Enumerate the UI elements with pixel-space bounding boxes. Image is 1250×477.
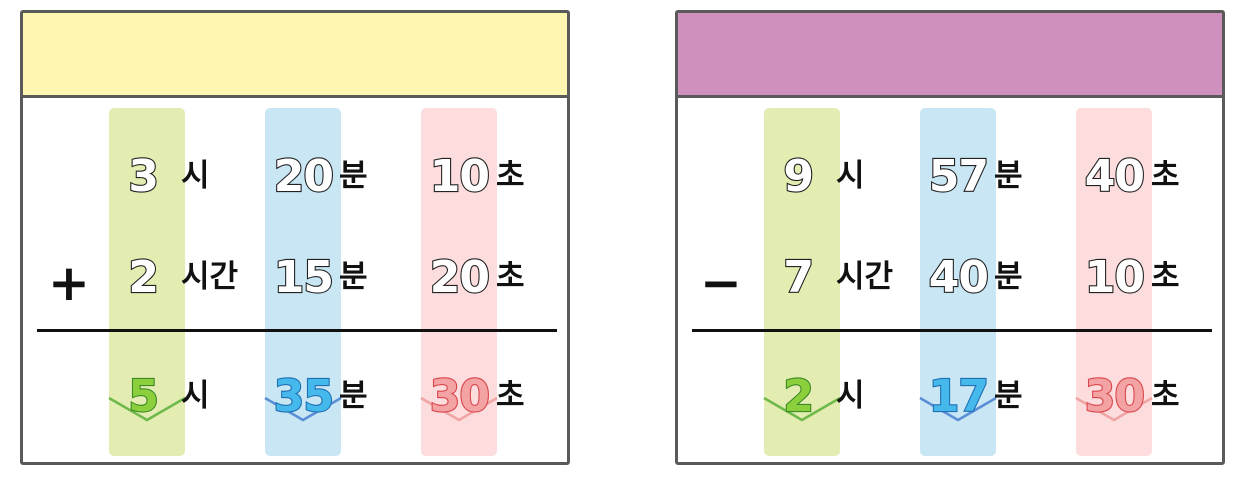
- subtrahend-second: 10: [1084, 252, 1146, 303]
- hours-unit: 시간: [181, 259, 239, 295]
- addition-card: 3 시 20 분 10 초 + 2 시간 15 분 20 초 5 시 35 분 …: [20, 10, 570, 465]
- subtraction-header: [678, 13, 1222, 98]
- addend2-hour: 2: [127, 252, 160, 303]
- addition-header: [23, 13, 567, 98]
- hour-unit: 시: [181, 158, 210, 194]
- hour-unit: 시: [181, 378, 210, 414]
- second-column: [420, 108, 498, 456]
- sum-minute: 35: [273, 371, 335, 422]
- minute-unit: 분: [994, 378, 1023, 414]
- chevron-down-icon: [420, 396, 498, 422]
- minuend-hour: 9: [782, 151, 815, 202]
- chevron-down-icon: [763, 396, 841, 422]
- second-unit: 초: [496, 378, 525, 414]
- minute-unit: 분: [339, 378, 368, 414]
- minus-operator: −: [700, 254, 742, 312]
- hours-unit: 시간: [836, 259, 894, 295]
- second-unit: 초: [1151, 259, 1180, 295]
- hour-column: [763, 108, 841, 456]
- hour-unit: 시: [836, 378, 865, 414]
- minute-column: [264, 108, 342, 456]
- subtraction-card: 9 시 57 분 40 초 − 7 시간 40 분 10 초 2 시 17 분 …: [675, 10, 1225, 465]
- minute-column: [919, 108, 997, 456]
- addend1-hour: 3: [127, 151, 160, 202]
- difference-minute: 17: [928, 371, 990, 422]
- difference-hour: 2: [782, 371, 815, 422]
- chevron-down-icon: [1075, 396, 1153, 422]
- minuend-second: 40: [1084, 151, 1146, 202]
- addend1-second: 10: [429, 151, 491, 202]
- subtrahend-minute: 40: [928, 252, 990, 303]
- sum-rule: [37, 329, 557, 332]
- second-unit: 초: [496, 158, 525, 194]
- addend1-minute: 20: [273, 151, 335, 202]
- minute-unit: 분: [994, 158, 1023, 194]
- subtrahend-hour: 7: [782, 252, 815, 303]
- second-unit: 초: [1151, 378, 1180, 414]
- minute-unit: 분: [339, 259, 368, 295]
- chevron-down-icon: [919, 396, 997, 422]
- minute-unit: 분: [994, 259, 1023, 295]
- chevron-down-icon: [108, 396, 186, 422]
- hour-column: [108, 108, 186, 456]
- plus-operator: +: [48, 254, 90, 312]
- minute-unit: 분: [339, 158, 368, 194]
- sum-second: 30: [429, 371, 491, 422]
- addend2-minute: 15: [273, 252, 335, 303]
- hour-unit: 시: [836, 158, 865, 194]
- second-column: [1075, 108, 1153, 456]
- sum-hour: 5: [127, 371, 160, 422]
- second-unit: 초: [496, 259, 525, 295]
- difference-second: 30: [1084, 371, 1146, 422]
- second-unit: 초: [1151, 158, 1180, 194]
- addend2-second: 20: [429, 252, 491, 303]
- chevron-down-icon: [264, 396, 342, 422]
- minuend-minute: 57: [928, 151, 990, 202]
- difference-rule: [692, 329, 1212, 332]
